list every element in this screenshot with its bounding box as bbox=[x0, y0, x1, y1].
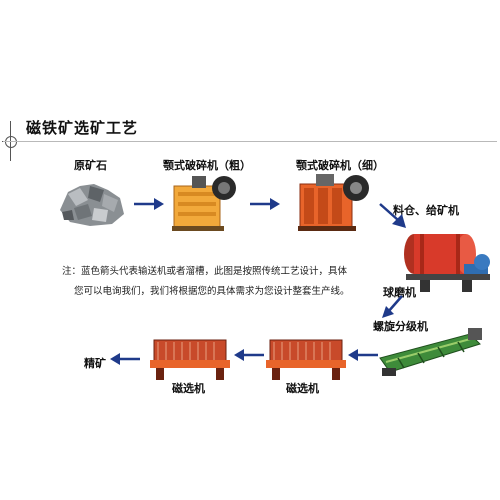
arrow-icon-5 bbox=[348, 349, 378, 361]
arrow-icon-2 bbox=[250, 198, 280, 210]
note-line-1: 注：蓝色箭头代表输送机或者溜槽，此图是按照传统工艺设计，具体 bbox=[62, 266, 348, 277]
label-concentrate: 精矿 bbox=[84, 357, 106, 370]
arrow-icon-4 bbox=[382, 295, 403, 318]
title-divider bbox=[3, 141, 497, 142]
jaw-crusher-fine-image bbox=[298, 174, 369, 231]
label-feeder: 料仓、给矿机 bbox=[393, 204, 459, 217]
label-raw-ore: 原矿石 bbox=[74, 159, 107, 172]
magnetic-separator-right-image bbox=[266, 339, 346, 380]
page-title: 磁铁矿选矿工艺 bbox=[26, 119, 139, 137]
label-magnetic-separator-left: 磁选机 bbox=[172, 382, 205, 395]
spiral-classifier-image bbox=[379, 328, 482, 376]
label-magnetic-separator-right: 磁选机 bbox=[286, 382, 319, 395]
crosshair-icon bbox=[5, 136, 17, 148]
raw-ore-image bbox=[60, 184, 124, 226]
label-jaw-crusher-coarse: 颚式破碎机（粗） bbox=[163, 159, 251, 172]
ball-mill-image bbox=[404, 234, 490, 292]
label-spiral-classifier: 螺旋分级机 bbox=[373, 320, 428, 333]
arrow-icon-3 bbox=[379, 203, 406, 228]
arrow-icon-7 bbox=[110, 353, 140, 365]
arrow-icon-6 bbox=[234, 349, 264, 361]
jaw-crusher-coarse-image bbox=[172, 176, 236, 231]
arrow-icon-1 bbox=[134, 198, 164, 210]
note-line-2: 您可以电询我们，我们将根据您的具体需求为您设计整套生产线。 bbox=[74, 286, 350, 297]
magnetic-separator-left-image bbox=[150, 339, 230, 380]
label-jaw-crusher-fine: 颚式破碎机（细） bbox=[296, 159, 384, 172]
label-ball-mill: 球磨机 bbox=[383, 286, 416, 299]
